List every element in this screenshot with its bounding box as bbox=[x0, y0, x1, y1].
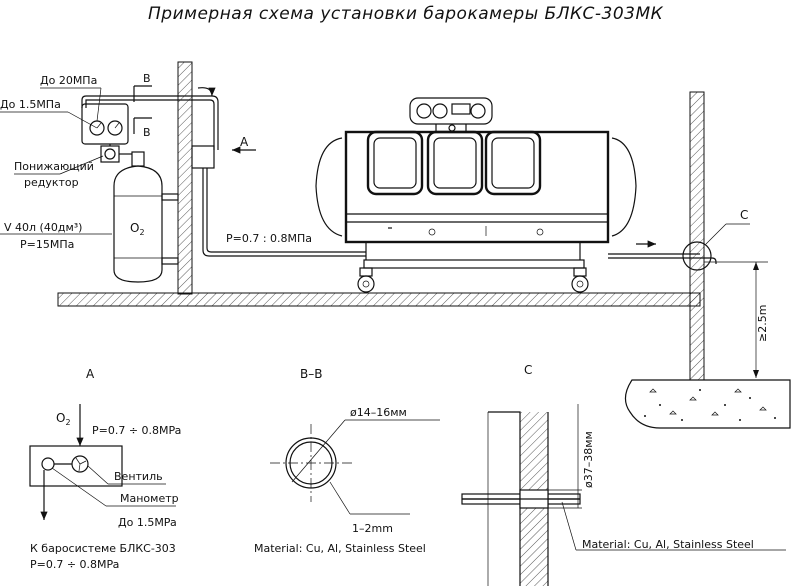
cylinder-gas-label: O2 bbox=[130, 221, 145, 237]
view-a-pressure: P=0.7 ÷ 0.8MPa bbox=[92, 424, 181, 437]
oxygen-cylinder-icon bbox=[113, 151, 179, 283]
section-mark-b-bottom bbox=[133, 117, 152, 134]
floor bbox=[57, 292, 701, 307]
gauge-20-label: До 20МПа bbox=[40, 74, 97, 87]
ground-mound bbox=[624, 379, 791, 429]
reducer-label-line1: Понижающий bbox=[14, 160, 94, 173]
gauge-panel bbox=[81, 103, 129, 145]
view-c-title: C bbox=[524, 363, 532, 377]
chamber-window-2 bbox=[426, 130, 484, 196]
view-a-gas: O2 bbox=[56, 411, 71, 427]
pipe-section-icon bbox=[270, 419, 440, 515]
cylinder-pressure-label: P=15МПа bbox=[20, 238, 74, 251]
view-c-diameter: ø37–38мм bbox=[582, 431, 595, 488]
view-c-material: Material: Cu, Al, Stainless Steel bbox=[582, 538, 754, 551]
chamber-window-1 bbox=[366, 130, 424, 196]
view-a-leaders bbox=[51, 465, 176, 507]
view-bb-title: B–B bbox=[300, 367, 322, 381]
view-a-to-system: К баросистеме БЛКС-303 bbox=[30, 542, 176, 555]
diagram-title: Примерная схема установки барокамеры БЛК… bbox=[148, 4, 664, 24]
pipe-pressure-label: P=0.7 : 0.8МПа bbox=[226, 232, 312, 245]
supply-pipe bbox=[81, 87, 366, 257]
chamber-control-panel bbox=[409, 97, 493, 125]
wheel-left-icon bbox=[357, 275, 375, 293]
view-a-gauge-range: До 1.5MPa bbox=[118, 516, 177, 529]
height-label: ≥2.5m bbox=[756, 305, 769, 342]
section-b-bottom-label: B bbox=[143, 126, 151, 139]
gauge-leaders bbox=[0, 87, 104, 175]
cylinder-volume-label: V 40л (40дм³) bbox=[4, 221, 82, 234]
reducer-label-line2: редуктор bbox=[24, 176, 79, 189]
detail-c-label: C bbox=[740, 208, 748, 222]
chamber-stand bbox=[357, 242, 589, 293]
chamber-window-3 bbox=[484, 130, 542, 196]
view-a-manometer-label: Манометр bbox=[120, 492, 179, 505]
height-dimension bbox=[704, 261, 768, 378]
right-wall bbox=[689, 91, 705, 381]
view-a-title: A bbox=[86, 367, 95, 381]
view-a-valve-label: Вентиль bbox=[114, 470, 163, 483]
view-a-arrow-label: A bbox=[240, 135, 249, 149]
gauge-15-label: До 1.5МПа bbox=[0, 98, 61, 111]
view-bb-material: Material: Cu, Al, Stainless Steel bbox=[254, 542, 426, 555]
barochamber bbox=[315, 97, 637, 244]
left-wall bbox=[177, 61, 193, 295]
section-b-top-label: B bbox=[143, 72, 151, 85]
view-a-out-pressure: P=0.7 ÷ 0.8MPa bbox=[30, 558, 119, 571]
exhaust-pipe bbox=[608, 223, 750, 271]
view-a-panel bbox=[29, 445, 123, 487]
section-mark-b-top bbox=[133, 85, 152, 102]
wheel-right-icon bbox=[571, 275, 589, 293]
gauge-15mpa-icon bbox=[107, 120, 123, 136]
reducer-valve-icon bbox=[100, 145, 120, 163]
view-bb-wall: 1–2mm bbox=[352, 522, 393, 535]
detail-c-circle bbox=[682, 241, 712, 271]
view-bb-diameter: ø14–16мм bbox=[350, 406, 407, 419]
wall-penetration-detail bbox=[461, 404, 786, 586]
